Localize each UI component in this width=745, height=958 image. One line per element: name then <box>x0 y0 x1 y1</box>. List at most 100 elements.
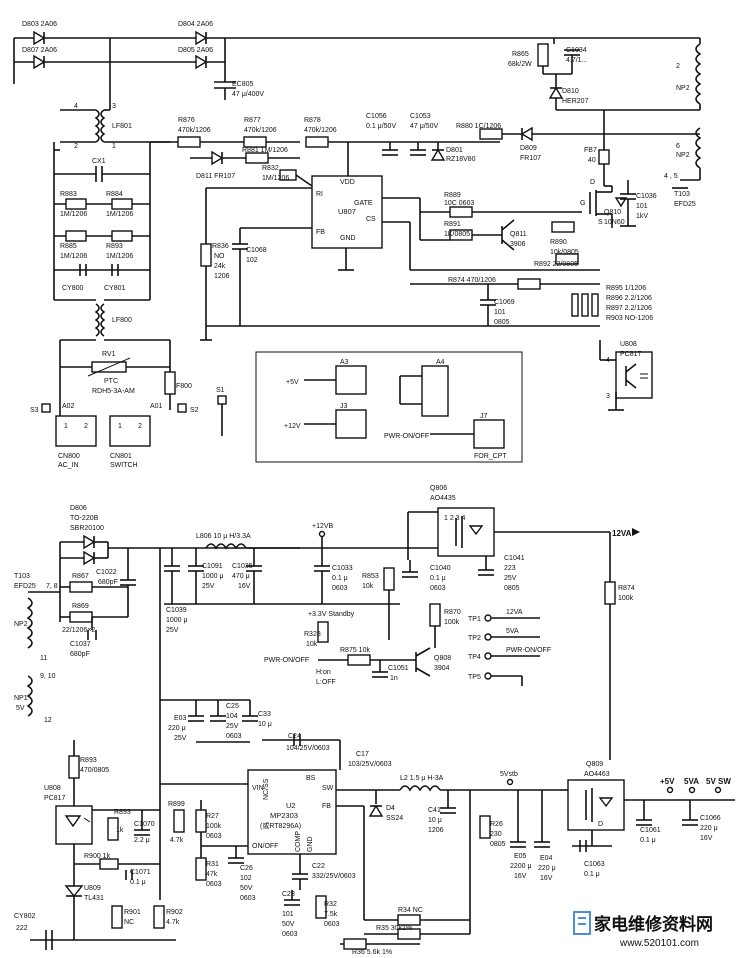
label-a02: A02 <box>62 403 75 410</box>
label-c1066: C1066 <box>700 815 721 822</box>
label-q810-value: 10N60 <box>604 219 625 226</box>
resistor-r878 <box>305 136 329 148</box>
label-c25-value3: 0603 <box>226 733 242 740</box>
diode-d804 <box>195 30 208 46</box>
label-c17-value: 103/25V/0603 <box>348 761 392 768</box>
label-12va: 12VA <box>612 529 632 538</box>
label-r893: R893 <box>106 243 123 250</box>
pin-fb: FB <box>316 229 325 236</box>
ic-u807 <box>311 175 383 249</box>
label-u808-b-value: PC817 <box>44 795 66 802</box>
label-r836-value2: 24k <box>214 263 226 270</box>
label-c1022-value: 680pF <box>98 579 118 586</box>
resistor-r35 <box>397 928 421 940</box>
label-c41-value: 10 μ <box>428 817 442 824</box>
label-q811-value: 3906 <box>510 241 526 248</box>
watermark: 家电维修资料网 www.520101.com <box>573 911 713 949</box>
label-e04: E04 <box>540 855 553 862</box>
label-cn800: CN800 <box>58 453 80 460</box>
label-f800: F800 <box>176 383 192 390</box>
label-r874-b-value: 100k <box>618 595 634 602</box>
label-d810-top: D810 <box>562 88 579 95</box>
connector-cn801 <box>109 415 151 447</box>
label-panel-pwr: PWR-ON/OFF <box>384 433 429 440</box>
resistor-r900 <box>99 858 119 870</box>
resistor-r870 <box>429 603 441 627</box>
label-lf801: LF801 <box>112 123 132 130</box>
label-r27-value: 100k <box>206 823 222 830</box>
label-r876: R876 <box>178 117 195 124</box>
label-c1041: C1041 <box>504 555 525 562</box>
resistor-r876 <box>177 136 201 148</box>
label-cy800: CY800 <box>62 285 84 292</box>
optocoupler-u808-primary <box>615 351 653 399</box>
label-r875: R875 10k <box>340 647 370 654</box>
label-r893-b: R893 <box>80 757 97 764</box>
label-c1063: C1063 <box>584 861 605 868</box>
label-out-5vsw: 5V SW <box>706 777 731 786</box>
terminal-5va <box>688 786 696 794</box>
label-np2-b: NP2 <box>676 152 690 159</box>
pin-gnd: GND <box>340 235 356 242</box>
label-tp2: TP2 <box>468 635 481 642</box>
label-c33-value: 10 μ <box>258 721 272 728</box>
pin-gnd-u2: GND <box>307 836 314 852</box>
label-r31: R31 <box>206 861 219 868</box>
label-d803: D803 2A06 <box>22 21 57 28</box>
resistor-r893 <box>111 230 133 242</box>
label-r885: R885 <box>60 243 77 250</box>
label-c1022: C1022 <box>96 569 117 576</box>
label-u809: U809 <box>84 885 101 892</box>
label-c26-value3: 0603 <box>240 895 256 902</box>
label-a4: A4 <box>436 359 445 366</box>
label-r27-value2: 0603 <box>206 833 222 840</box>
pin-2: 2 <box>74 143 78 150</box>
label-panel-5v: +5V <box>286 379 299 386</box>
label-c1071-value: 0.1 μ <box>130 879 146 886</box>
cn800-pin1: 1 <box>64 423 68 430</box>
label-d804: D804 2A06 <box>178 21 213 28</box>
resistor-r883 <box>65 198 87 210</box>
pin-vin: VIN <box>252 785 264 792</box>
label-q808: Q808 <box>434 655 451 662</box>
resistor-r853 <box>383 567 395 591</box>
label-c1053-value: 47 μ/50V <box>410 123 438 130</box>
label-d806-value: TO-220B <box>70 515 99 522</box>
label-r901-value: NC <box>124 919 134 926</box>
label-d809: D809 <box>520 145 537 152</box>
label-r32-value: 7.5k <box>324 911 338 918</box>
label-c1037-value: 680pF <box>70 651 90 658</box>
terminal-12vb <box>318 530 326 538</box>
pin-comp: COMP <box>295 831 302 852</box>
label-c1091: C1091 <box>202 563 223 570</box>
label-e03-value2: 25V <box>174 735 187 742</box>
label-d810-top-value: HER207 <box>562 98 589 105</box>
label-c22-value: 332/25V/0603 <box>312 873 356 880</box>
transistor-q811 <box>501 219 515 251</box>
label-r889: R889 <box>444 192 461 199</box>
connector-panel <box>255 351 523 463</box>
t103-pin2: 2 <box>676 63 680 70</box>
label-c1041-value3: 0805 <box>504 585 520 592</box>
diode-d806 <box>60 534 109 566</box>
label-e05: E05 <box>514 853 527 860</box>
label-c1061: C1061 <box>640 827 661 834</box>
label-c1066-value: 220 μ <box>700 825 718 832</box>
label-tp5: TP5 <box>468 674 481 681</box>
resistor-r874 <box>517 278 541 290</box>
label-c1051: C1051 <box>388 665 409 672</box>
label-c24: C24 <box>288 733 301 740</box>
label-c1036-value: 101 <box>636 203 648 210</box>
label-c23: C23 <box>282 891 295 898</box>
label-12vb: +12VB <box>312 523 334 530</box>
label-np1: NP1 <box>14 695 28 702</box>
pin-1: 1 <box>112 143 116 150</box>
label-np2-c: NP2 <box>14 621 28 628</box>
label-hon: H:on <box>316 669 331 676</box>
label-s1: S1 <box>216 387 225 394</box>
resistor-r884 <box>111 198 133 210</box>
label-d807: D807 2A06 <box>22 47 57 54</box>
label-u808-top: U808 <box>620 341 637 348</box>
label-u2-value2: (或RT8296A) <box>260 821 301 830</box>
